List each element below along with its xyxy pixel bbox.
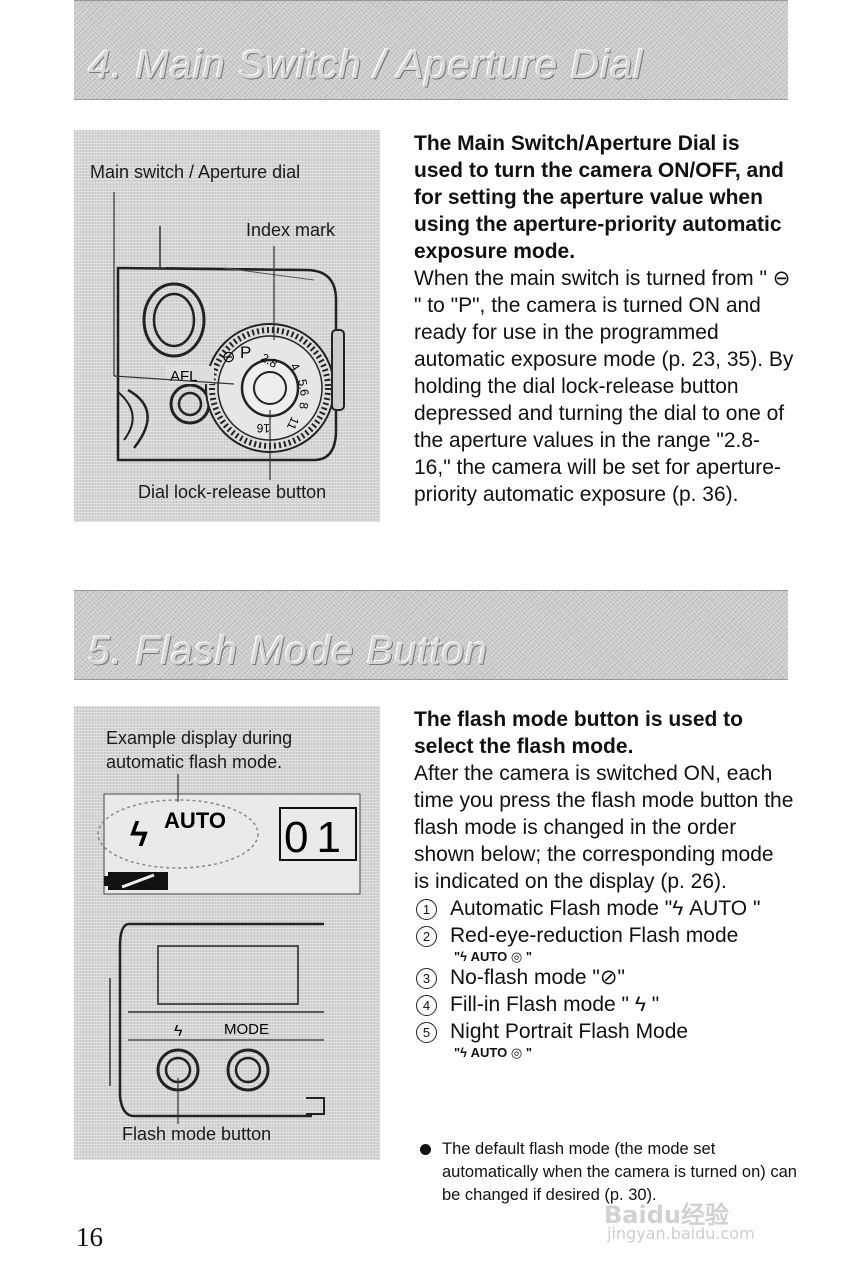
section-5-title: 5. Flash Mode Button xyxy=(88,629,489,673)
camera-top-illustration: ⊖ P 2.8 4 5.6 8 11 16 AFL xyxy=(113,192,345,480)
back-flash-icon: ϟ xyxy=(174,1023,183,1040)
section-5-banner: 5. Flash Mode Button xyxy=(74,590,788,680)
flash-mode-symbol: "ϟ AUTO ◎ " xyxy=(454,1045,532,1060)
afl-label: AFL xyxy=(170,368,198,385)
page-number: 16 xyxy=(76,1222,103,1252)
dial-16-label: 16 xyxy=(256,421,270,435)
dial-off-symbol: ⊖ xyxy=(222,349,235,366)
watermark-url: jingyan.baidu.com xyxy=(607,1224,755,1243)
note-text: The default flash mode (the mode set aut… xyxy=(442,1140,797,1204)
flash-mode-list: 1 Automatic Flash mode "ϟ AUTO " 2 Red-eye… xyxy=(414,895,794,1060)
dial-8-label: 8 xyxy=(296,402,311,410)
item-number: 1 xyxy=(416,899,437,920)
watermark-logo: Baidu经验 xyxy=(604,1201,729,1229)
dial-56-label: 5.6 xyxy=(295,378,312,397)
item-number: 2 xyxy=(416,926,437,947)
example-display-label: Example display during automatic flash m… xyxy=(106,728,293,772)
main-switch-label: Main switch / Aperture dial xyxy=(90,162,301,182)
flash-mode-item: 3 No-flash mode "⊘" xyxy=(414,964,794,991)
section-4-banner: 4. Main Switch / Aperture Dial xyxy=(74,0,788,100)
main-switch-figure: ⊖ P 2.8 4 5.6 8 11 16 AFL Main switch / … xyxy=(74,130,380,522)
flash-mode-text: Red-eye-reduction Flash mode xyxy=(450,924,739,947)
flash-mode-text: No-flash mode "⊘" xyxy=(450,966,625,989)
section-4-text: The Main Switch/Aperture Dial is used to… xyxy=(414,130,794,508)
flash-mode-text: Automatic Flash mode "ϟ AUTO " xyxy=(450,897,761,920)
section-4-title: 4. Main Switch / Aperture Dial xyxy=(88,43,644,87)
item-number: 4 xyxy=(416,995,437,1016)
flash-mode-item: 4 Fill-in Flash mode " ϟ " xyxy=(414,991,794,1018)
lcd-flash-icon: ϟ xyxy=(130,816,148,854)
flash-mode-figure: ϟ AUTO 01 ϟ MODE Example display during … xyxy=(74,706,380,1160)
flash-mode-item: 1 Automatic Flash mode "ϟ AUTO " xyxy=(414,895,794,922)
section-4-intro: The Main Switch/Aperture Dial is used to… xyxy=(414,132,784,263)
lcd-counter: 01 xyxy=(284,813,349,862)
item-number: 5 xyxy=(416,1022,437,1043)
flash-display-illustration: ϟ AUTO 01 ϟ MODE xyxy=(97,774,361,1124)
flash-mode-text: Night Portrait Flash Mode xyxy=(450,1020,689,1043)
flash-mode-item: 5 Night Portrait Flash Mode "ϟ AUTO ◎ " xyxy=(414,1018,794,1060)
index-mark-label: Index mark xyxy=(246,220,336,240)
flash-button-label: Flash mode button xyxy=(122,1124,272,1144)
flash-mode-text: Fill-in Flash mode " ϟ " xyxy=(450,993,660,1016)
bullet-icon xyxy=(420,1144,431,1155)
dial-p-label: P xyxy=(240,343,251,362)
section-5-text: The flash mode button is used to select … xyxy=(414,706,794,1060)
dial-11-label: 11 xyxy=(284,415,302,433)
flash-mode-item: 2 Red-eye-reduction Flash mode "ϟ AUTO ◎ " xyxy=(414,922,794,964)
back-mode-label: MODE xyxy=(224,1021,269,1038)
dial-release-label: Dial lock-release button xyxy=(138,482,327,502)
lcd-auto-label: AUTO xyxy=(164,808,226,833)
section-4-body: When the main switch is turned from " ⊖ … xyxy=(414,267,794,506)
item-number: 3 xyxy=(416,968,437,989)
section-5-intro: The flash mode button is used to select … xyxy=(414,708,744,758)
section-5-body: After the camera is switched ON, each ti… xyxy=(414,762,794,893)
default-mode-note: The default flash mode (the mode set aut… xyxy=(420,1138,812,1207)
flash-mode-symbol: "ϟ AUTO ◎ " xyxy=(454,949,532,964)
